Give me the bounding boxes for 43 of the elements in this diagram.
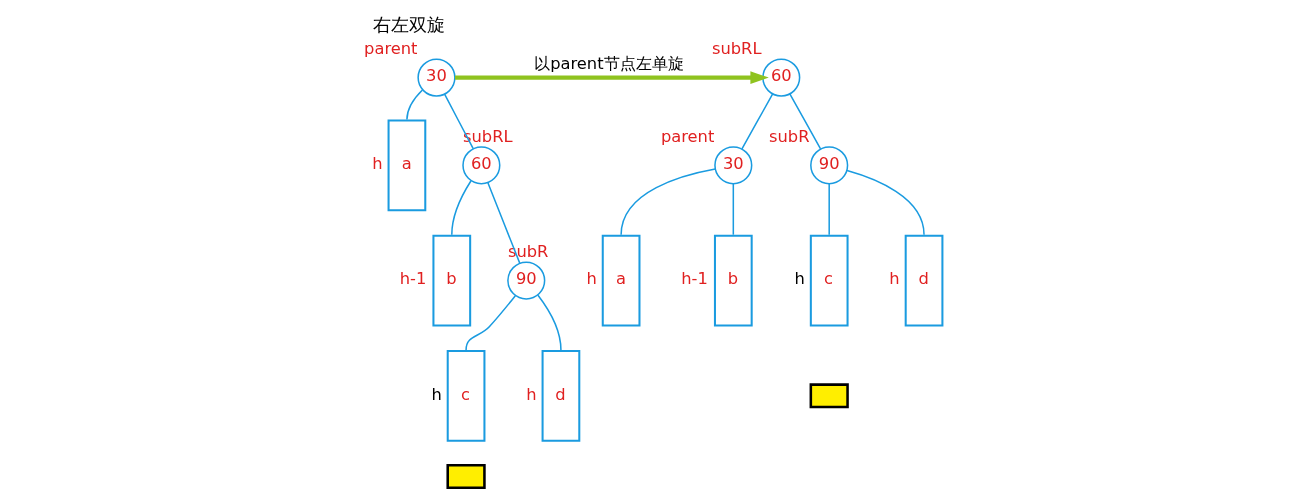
node-label: h: [586, 269, 597, 289]
connector: [789, 93, 822, 150]
connector: [741, 93, 774, 150]
node-label: h-1: [399, 269, 427, 289]
node-label: h: [794, 269, 805, 289]
node-box: a: [601, 234, 641, 327]
node-label: subR: [769, 126, 810, 146]
node-box: [446, 463, 486, 489]
node-box: c: [809, 234, 849, 327]
node-label: h: [431, 384, 442, 404]
connector: [620, 168, 717, 236]
connector: [406, 89, 424, 121]
edge-label: 以parent节点左单旋: [534, 54, 684, 74]
connector: [732, 183, 735, 236]
connector: [451, 180, 472, 236]
connector: [487, 181, 521, 265]
node-box: b: [432, 234, 472, 327]
node-label: subRL: [711, 38, 762, 58]
node-label: h-1: [681, 269, 708, 289]
node-label: h: [889, 269, 900, 289]
connector: [846, 169, 925, 236]
node-circle: 30: [714, 146, 753, 185]
connector: [465, 294, 517, 351]
node-box: d: [904, 234, 944, 327]
connector: [443, 93, 474, 150]
node-box: a: [387, 119, 427, 212]
node-box: [809, 383, 849, 409]
connector: [828, 183, 830, 236]
arrow: [455, 71, 769, 85]
node-box: d: [541, 349, 581, 442]
node-label: h: [372, 154, 383, 174]
node-label: h: [526, 384, 537, 404]
node-circle: 60: [462, 146, 501, 185]
node-box: b: [713, 234, 753, 327]
node-label: parent: [660, 126, 715, 146]
node-circle: 30: [417, 58, 456, 97]
node-circle: 90: [810, 146, 849, 185]
node-circle: 60: [762, 58, 801, 97]
node-circle: 90: [507, 261, 546, 300]
diagram-title: 右左双旋: [373, 14, 446, 36]
connector: [537, 294, 562, 351]
node-label: parent: [364, 38, 418, 58]
node-box: c: [446, 349, 486, 442]
